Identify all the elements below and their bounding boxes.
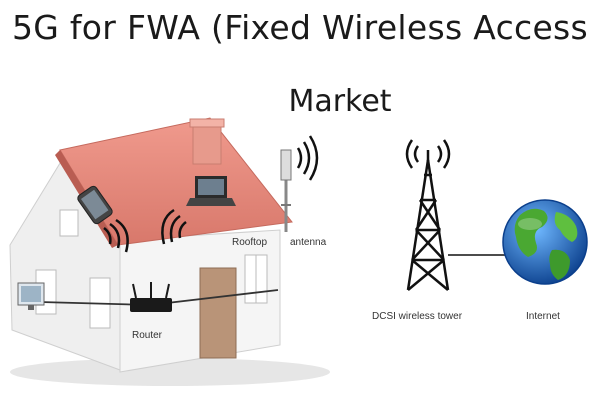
- window: [59, 209, 79, 237]
- tower-icon: [406, 150, 450, 291]
- tower-label: DCSI wireless tower: [372, 311, 463, 322]
- wifi-signal-icon: [161, 208, 187, 245]
- globe-icon: [502, 199, 588, 285]
- wifi-signal-icon: [296, 135, 319, 181]
- laptop-icon: [186, 176, 236, 206]
- router-icon: [130, 282, 172, 312]
- house-shadow: [10, 358, 330, 386]
- internet-label: Internet: [526, 311, 560, 322]
- phone-icon: [77, 185, 113, 225]
- antenna-icon: [280, 149, 292, 232]
- page-title: 5G for FWA (Fixed Wireless Access: [11, 8, 589, 47]
- page-subtitle: Market: [288, 84, 392, 119]
- antenna-label: antenna: [290, 237, 327, 248]
- rooftop-label: Rooftop: [232, 237, 268, 248]
- wifi-signal-icon: [405, 139, 451, 169]
- tv-icon: [17, 282, 45, 310]
- chimney: [192, 123, 222, 165]
- wifi-signal-icon: [103, 218, 129, 253]
- door: [199, 267, 237, 359]
- router-label: Router: [132, 330, 163, 341]
